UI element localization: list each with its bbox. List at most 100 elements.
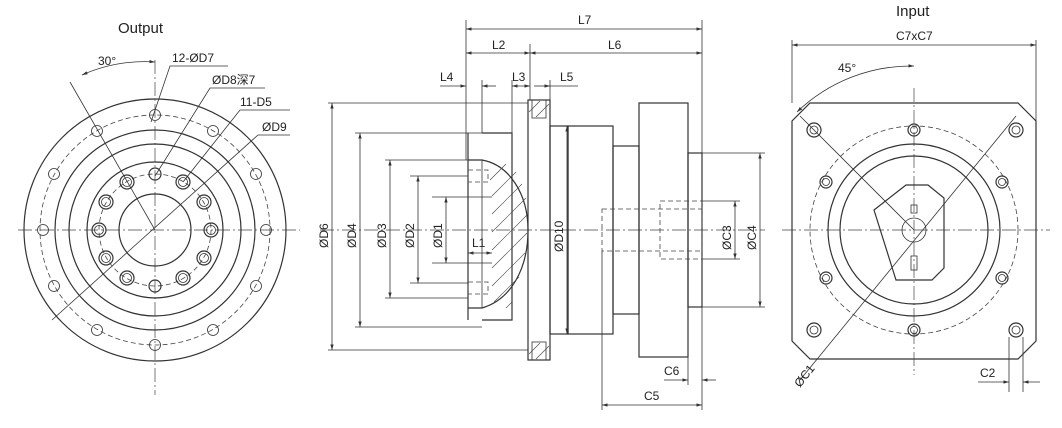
input-bore-step-hidden [659,200,703,260]
input-hole [995,271,1009,285]
flange-hatch-top [528,100,550,118]
label-d2: ØD2 [403,223,417,248]
label-d1: ØD1 [431,223,445,248]
output-title: Output [118,20,164,37]
input-bolt-circle [809,125,1019,335]
inner-hole [91,222,107,238]
label-12-d7: 12-ØD7 [172,51,214,65]
inner-hole [98,194,114,210]
leader-11-d5 [182,109,290,183]
label-l7: L7 [578,13,592,27]
label-l4: L4 [440,70,454,84]
label-l3: L3 [512,70,526,84]
tap-hole-bottom [467,281,489,295]
label-d6: ØD6 [317,223,331,248]
input-bore-hidden [601,208,703,252]
output-outer-circle [23,98,287,362]
inner-hole [148,279,162,293]
outer-hole [207,324,219,336]
tap-hole-top [467,169,489,183]
inner-hole [196,250,212,266]
output-hub-outline [482,132,513,321]
input-title: Input [896,3,930,20]
label-d3: ØD3 [375,223,389,248]
output-view: Output [18,20,300,395]
input-corner-hole [1008,322,1024,338]
flange-hatch-bottom [528,342,550,360]
input-hole [907,323,921,337]
label-d10: ØD10 [552,220,566,252]
outer-hole [250,280,262,292]
output-step-circle [68,143,242,317]
output-inner-holes [91,167,219,293]
outer-hole [260,224,272,236]
inner-hole [196,194,212,210]
outer-hole [149,339,161,351]
input-inner-circle [839,155,989,305]
input-bolt-holes [806,122,1024,338]
input-corner-hole [806,322,822,338]
outer-hole [37,224,49,236]
input-keyway-bottom [910,255,918,271]
input-corner-hole [1008,122,1024,138]
inner-hole [119,270,135,286]
side-view: L7 L2 L6 L4 L3 L5 L1 ØD6 ØD4 ØD3 ØD2 ØD1… [317,13,765,410]
output-hub-curve [468,159,529,309]
label-l5: L5 [560,70,574,84]
input-coupling [873,184,945,281]
inner-hole [203,222,219,238]
outer-hole [48,168,60,180]
inner-hole [148,167,162,181]
input-hole [995,175,1009,189]
outer-hole [91,125,103,137]
leader-12-d7 [150,65,228,123]
input-corner-hole [806,122,822,138]
output-inner-ring [86,161,224,299]
label-l6: L6 [608,38,622,52]
input-view: Input [782,3,1050,392]
input-keyway-top [910,204,918,214]
input-angle-ray [799,115,915,231]
outer-hole [207,125,219,137]
inner-hole [175,270,191,286]
label-d4: ØD4 [345,223,359,248]
output-center-bore [118,193,192,267]
output-flange-circle [54,129,256,331]
input-shaft-bore [901,217,927,243]
label-c5: C5 [644,389,660,403]
output-bolt-circle-d7 [98,173,212,287]
input-outer-circle [827,143,1001,317]
label-d8: ØD8深7 [212,73,256,87]
inner-hole [119,174,135,190]
label-c3: ØC3 [720,225,734,250]
label-l2: L2 [492,38,506,52]
input-square-flange [791,102,1037,360]
outer-hole [91,324,103,336]
label-d9: ØD9 [262,120,287,134]
input-hole [819,175,833,189]
label-l1: L1 [472,236,486,250]
inner-hole [98,250,114,266]
leader-d9 [51,134,290,321]
label-c1: ØC1 [791,362,817,390]
angle-arc-30 [81,59,156,76]
leader-d8 [154,87,265,177]
dim-c1 [799,115,1017,381]
input-hole [819,271,833,285]
output-hub-hatch [489,163,528,309]
input-angle-arc-45 [796,64,915,113]
label-c4: ØC4 [745,225,759,250]
outer-hole [48,280,60,292]
label-11-d5: 11-D5 [240,95,272,109]
output-bolt-circle-d5 [39,114,271,346]
input-hole [907,123,921,137]
angle-ray [69,81,156,231]
label-c6: C6 [664,364,680,378]
outer-hole [250,168,262,180]
input-angle-label: 45° [838,61,856,75]
label-c7: C7xC7 [896,29,933,43]
output-angle-label: 30° [98,54,116,68]
inner-hole [175,174,191,190]
label-c2: C2 [980,366,996,380]
